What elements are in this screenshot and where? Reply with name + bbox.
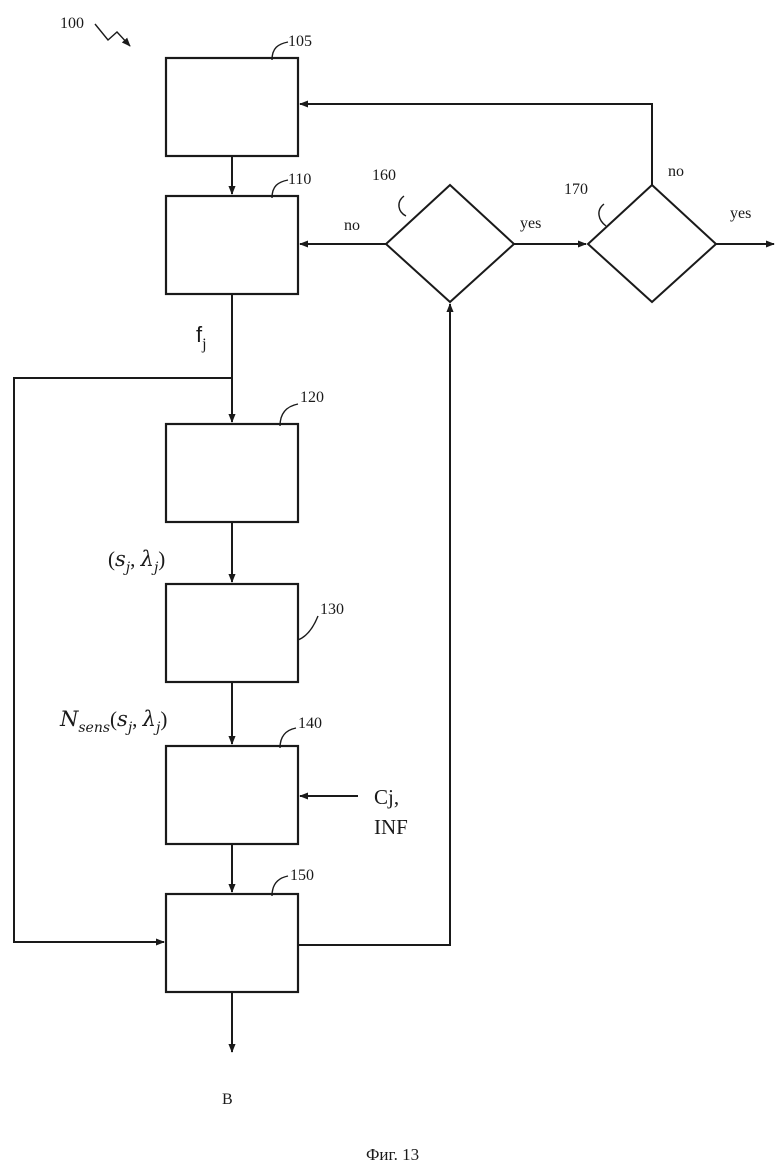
- signal-n-main: N: [59, 707, 79, 731]
- block-130-ref: 130: [320, 601, 344, 618]
- block-130: [166, 584, 298, 682]
- block-105: [166, 58, 298, 156]
- figure-ref-label: 100: [60, 15, 84, 32]
- decision-160: [386, 185, 514, 302]
- block-150-ref: 150: [290, 867, 314, 884]
- decision-170-yes-label: yes: [730, 205, 751, 222]
- figure-ref-squiggle: [95, 24, 130, 46]
- block-150: [166, 894, 298, 992]
- decision-170: [588, 185, 716, 302]
- block-120: [166, 424, 298, 522]
- block-110-ref: 110: [288, 171, 311, 188]
- decision-160-no-label: no: [344, 217, 360, 234]
- signal-s2-main: s: [117, 707, 128, 731]
- block-120-ref: 120: [300, 389, 324, 406]
- block-140-ref: 140: [298, 715, 322, 732]
- paren-close: ): [158, 547, 165, 571]
- decision-160-yes-label: yes: [520, 215, 541, 232]
- comma-2: ,: [132, 707, 143, 731]
- decision-170-ref: 170: [564, 181, 588, 198]
- arrow-170-no-to-105: [300, 104, 652, 185]
- decision-170-leader: [599, 204, 606, 226]
- signal-f-sub: j: [201, 336, 206, 353]
- paren-open-2: (: [110, 707, 117, 731]
- decision-160-leader: [399, 196, 406, 216]
- block-110: [166, 196, 298, 294]
- signal-inf-label: INF: [374, 815, 408, 839]
- signal-lambda-main: λ: [140, 547, 154, 571]
- signal-cj-label: Cj,: [374, 785, 399, 809]
- comma: ,: [130, 547, 141, 571]
- signal-s-lambda-label: (sj, λj): [108, 547, 165, 576]
- paren-close-2: ): [160, 707, 167, 731]
- signal-s-main: s: [115, 547, 126, 571]
- signal-lambda2-main: λ: [142, 707, 156, 731]
- decision-170-no-label: no: [668, 163, 684, 180]
- decision-160-ref: 160: [372, 167, 396, 184]
- block-130-leader: [298, 616, 318, 640]
- signal-f-label: fj: [196, 322, 207, 353]
- block-120-leader: [280, 404, 298, 426]
- block-140: [166, 746, 298, 844]
- paren-open: (: [108, 547, 115, 571]
- output-label: B: [222, 1091, 233, 1108]
- figure-caption: Фиг. 13: [366, 1145, 419, 1164]
- signal-n-sub: sens: [78, 720, 110, 736]
- block-105-ref: 105: [288, 33, 312, 50]
- signal-nsens-label: Nsens(sj, λj): [59, 707, 167, 736]
